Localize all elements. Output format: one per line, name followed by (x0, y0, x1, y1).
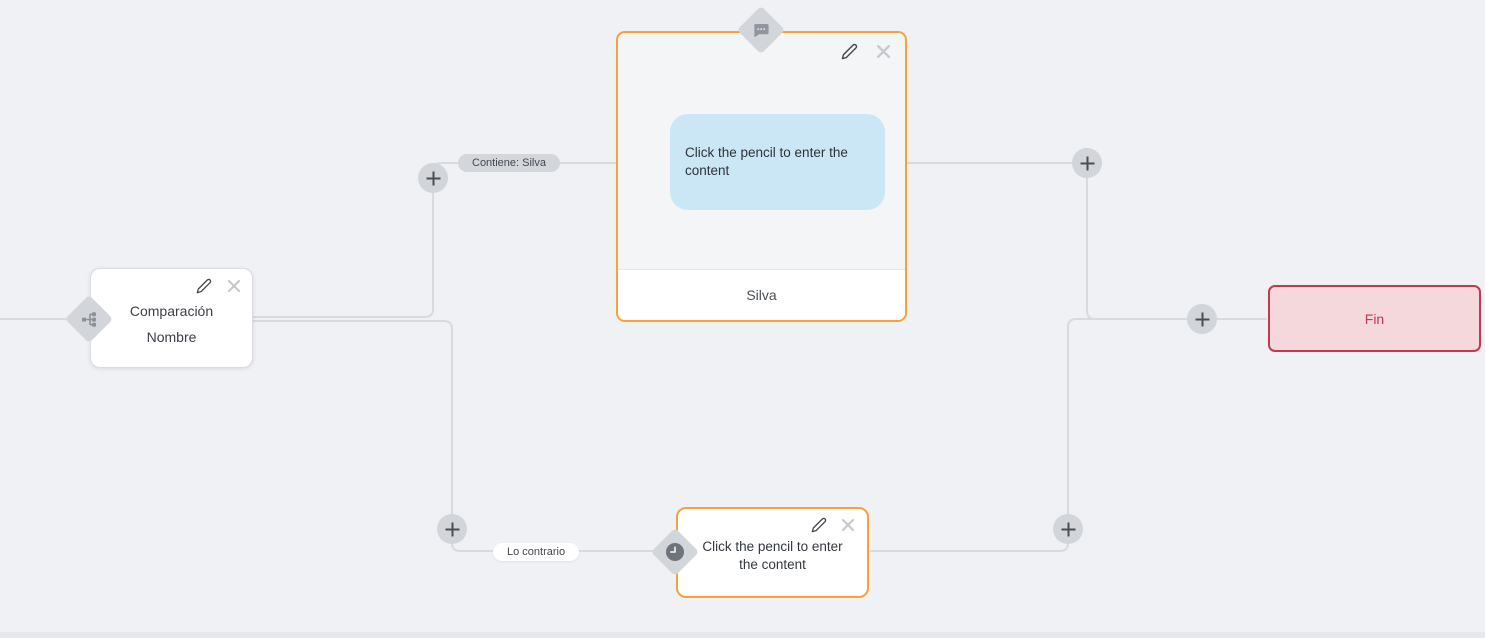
pencil-icon (811, 517, 827, 533)
close-icon (876, 44, 891, 59)
plus-icon (445, 522, 459, 536)
condition-title-line1: Comparación (129, 303, 214, 319)
add-node-button-after-action[interactable] (1053, 514, 1083, 544)
action-text: Click the pencil to enter the content (702, 538, 843, 572)
branch-icon (82, 312, 96, 327)
clock-icon (666, 543, 684, 561)
delete-button[interactable] (876, 44, 891, 59)
end-node-label: Fin (1364, 310, 1385, 327)
pencil-icon (196, 278, 212, 294)
edge-label-otherwise: Lo contrario (493, 543, 580, 561)
condition-node-type-badge (64, 294, 114, 344)
plus-icon (1061, 522, 1075, 536)
condition-node[interactable]: Comparación Nombre (90, 268, 253, 368)
message-node-type-badge (736, 5, 786, 55)
edge-message-to-end (906, 162, 1267, 320)
close-icon (227, 279, 241, 293)
condition-title-line2: Nombre (146, 329, 197, 345)
pencil-icon (841, 43, 858, 60)
add-node-button-after-message[interactable] (1072, 148, 1102, 178)
add-node-button-before-end[interactable] (1187, 304, 1217, 334)
action-node-type-badge (650, 527, 700, 577)
delete-button[interactable] (841, 518, 855, 532)
delete-button[interactable] (227, 279, 241, 293)
edit-button[interactable] (841, 43, 858, 60)
edge-label-contains: Contiene: Silva (458, 154, 560, 172)
message-preview-bubble: Click the pencil to enter the content (670, 114, 885, 210)
message-node[interactable]: Click the pencil to enter the content Si… (616, 31, 907, 322)
message-footer-label: Silva (746, 287, 777, 303)
edit-button[interactable] (196, 278, 212, 294)
message-footer: Silva (618, 269, 905, 320)
canvas-bottom-edge (0, 632, 1485, 638)
edit-button[interactable] (811, 517, 827, 533)
plus-icon (1195, 312, 1209, 326)
edge-branch-otherwise (253, 320, 658, 552)
message-preview-text: Click the pencil to enter the content (685, 145, 848, 178)
add-node-button-contains-branch[interactable] (418, 163, 448, 193)
chat-bubble-icon (754, 24, 769, 37)
plus-icon (426, 171, 440, 185)
end-node[interactable]: Fin (1268, 285, 1481, 352)
close-icon (841, 518, 855, 532)
add-node-button-otherwise-branch[interactable] (437, 514, 467, 544)
action-node[interactable]: Click the pencil to enter the content (676, 507, 869, 598)
edge-action-to-end (870, 318, 1267, 552)
plus-icon (1080, 156, 1094, 170)
